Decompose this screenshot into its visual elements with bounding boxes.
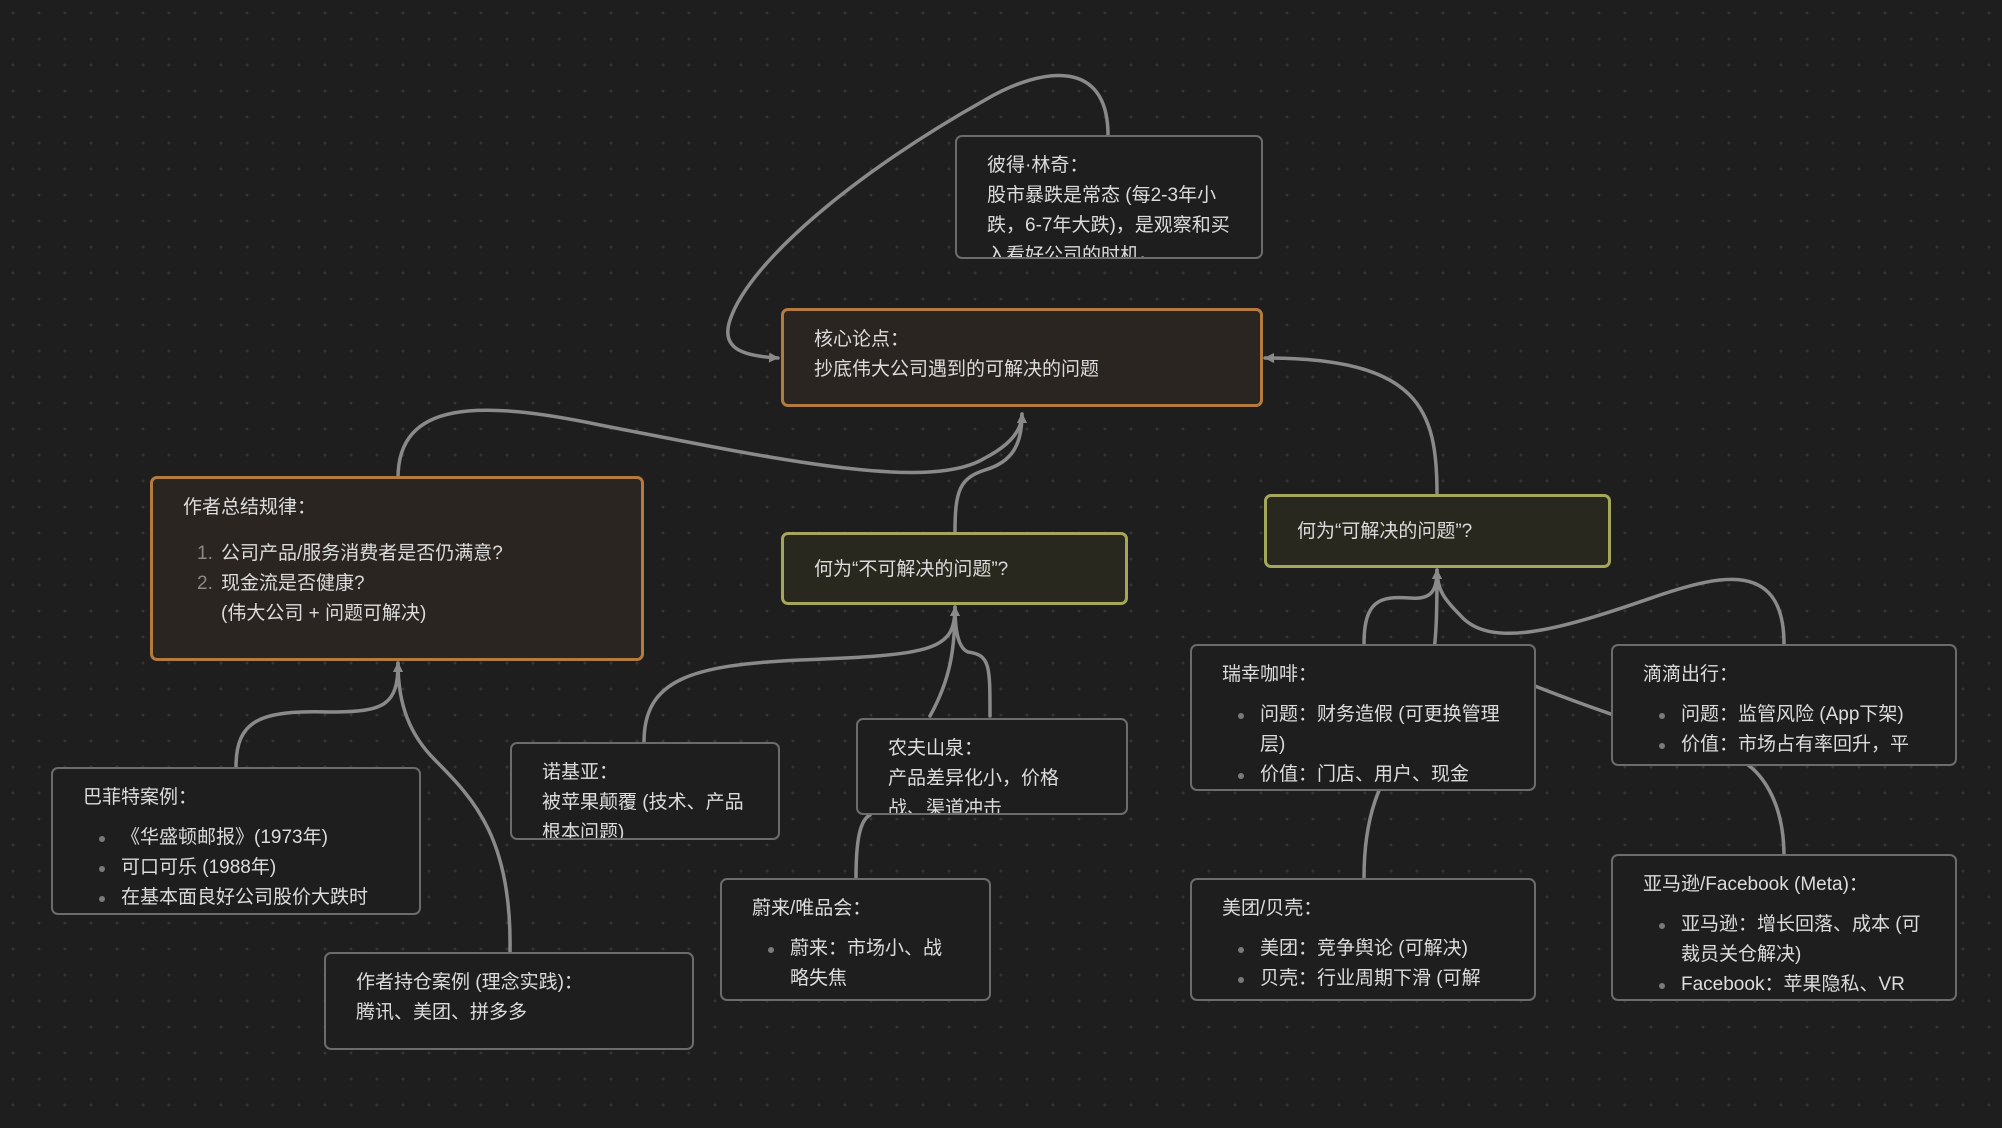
buffett-item: 《华盛顿邮报》(1973年) (83, 823, 389, 853)
amazon-item: Facebook：苹果隐私、VR (1643, 970, 1925, 999)
nio-list: 蔚来：市场小、战略失焦 (752, 934, 959, 994)
node-body: 腾讯、美团、拼多多 (356, 1002, 528, 1023)
edge-luckin-solvable (1362, 568, 1442, 646)
edge-holdings-rules (393, 661, 512, 954)
node-title: 美团/贝壳： (1222, 898, 1323, 919)
node-title: 滴滴出行： (1643, 664, 1739, 685)
node-buffett-cases[interactable]: 巴菲特案例： 《华盛顿邮报》(1973年) 可口可乐 (1988年) 在基本面良… (51, 767, 421, 915)
amazon-list: 亚马逊：增长回落、成本 (可裁员关仓解决) Facebook：苹果隐私、VR (1643, 910, 1925, 999)
meituan-item: 贝壳：行业周期下滑 (可解 (1222, 964, 1504, 994)
node-amazon-facebook[interactable]: 亚马逊/Facebook (Meta)： 亚马逊：增长回落、成本 (可裁员关仓解… (1611, 854, 1957, 1001)
buffett-item: 可口可乐 (1988年) (83, 853, 389, 883)
node-didi[interactable]: 滴滴出行： 问题：监管风险 (App下架) 价值：市场占有率回升，平 (1611, 644, 1957, 766)
amazon-item: 亚马逊：增长回落、成本 (可裁员关仓解决) (1643, 910, 1925, 970)
rules-list: 1. 公司产品/服务消费者是否仍满意? 2. 现金流是否健康? (183, 539, 611, 599)
node-title: 诺基亚： (542, 762, 619, 783)
didi-list: 问题：监管风险 (App下架) 价值：市场占有率回升，平 (1643, 700, 1925, 760)
edge-didi-solvable (1432, 568, 1786, 646)
node-unsolvable-problem[interactable]: 何为“不可解决的问题”? (781, 532, 1128, 605)
buffett-item: 在基本面良好公司股价大跌时 (83, 883, 389, 913)
edge-buffett-rules (234, 661, 403, 769)
node-nokia[interactable]: 诺基亚： 被苹果颠覆 (技术、产品根本问题) (510, 742, 780, 840)
node-title: 何为“不可解决的问题”? (814, 559, 1009, 580)
node-title: 农夫山泉： (888, 738, 984, 759)
node-title: 瑞幸咖啡： (1222, 664, 1318, 685)
edge-nongfu-unsolvable-2 (928, 605, 957, 718)
edge-solvable-core (1263, 353, 1439, 496)
luckin-item: 问题：财务造假 (可更换管理层) (1222, 700, 1504, 760)
rules-note: (伟大公司 + 问题可解决) (221, 603, 427, 624)
node-nongfu-spring[interactable]: 农夫山泉： 产品差异化小，价格战、渠道冲击 (856, 718, 1128, 815)
meituan-list: 美团：竞争舆论 (可解决) 贝壳：行业周期下滑 (可解 (1222, 934, 1504, 994)
node-title: 巴菲特案例： (83, 787, 198, 808)
rules-item-text: 现金流是否健康? (221, 573, 365, 594)
node-body: 被苹果颠覆 (技术、产品根本问题) (542, 792, 744, 840)
rules-item: 2. 现金流是否健康? (183, 569, 611, 599)
node-title: 亚马逊/Facebook (Meta)： (1643, 874, 1868, 895)
edge-nongfu-unsolvable (950, 605, 992, 718)
luckin-list: 问题：财务造假 (可更换管理层) 价值：门店、用户、现金 (1222, 700, 1504, 789)
node-body: 抄底伟大公司遇到的可解决的问题 (814, 359, 1100, 380)
node-title: 核心论点： (814, 329, 910, 350)
node-title: 彼得·林奇： (987, 155, 1089, 176)
node-title: 何为“可解决的问题”? (1297, 521, 1473, 542)
rules-item-text: 公司产品/服务消费者是否仍满意? (221, 543, 503, 564)
node-meituan-beike[interactable]: 美团/贝壳： 美团：竞争舆论 (可解决) 贝壳：行业周期下滑 (可解 (1190, 878, 1536, 1001)
node-title: 作者持仓案例 (理念实践)： (356, 972, 583, 993)
edge-rules-core (396, 408, 1027, 480)
didi-item: 问题：监管风险 (App下架) (1643, 700, 1925, 730)
edge-nokia-unsolvable (642, 605, 960, 744)
rules-item: 1. 公司产品/服务消费者是否仍满意? (183, 539, 611, 569)
edge-lynch-core (726, 73, 1110, 363)
list-number: 1. (197, 543, 213, 564)
luckin-item: 价值：门店、用户、现金 (1222, 760, 1504, 789)
node-title: 蔚来/唯品会： (752, 898, 872, 919)
node-solvable-problem[interactable]: 何为“可解决的问题”? (1264, 494, 1611, 568)
buffett-list: 《华盛顿邮报》(1973年) 可口可乐 (1988年) 在基本面良好公司股价大跌… (83, 823, 389, 913)
node-body: 产品差异化小，价格战、渠道冲击 (888, 768, 1060, 815)
node-peter-lynch[interactable]: 彼得·林奇： 股市暴跌是常态 (每2-3年小跌，6-7年大跌)，是观察和买入看好… (955, 135, 1263, 259)
didi-item: 价值：市场占有率回升，平 (1643, 730, 1925, 760)
edge-unsolvable-core (953, 412, 1027, 534)
node-author-rules[interactable]: 作者总结规律： 1. 公司产品/服务消费者是否仍满意? 2. 现金流是否健康? (伟… (150, 476, 644, 661)
edge-nio-nongfu (854, 813, 872, 880)
node-core-thesis[interactable]: 核心论点： 抄底伟大公司遇到的可解决的问题 (781, 308, 1263, 407)
node-nio-vipshop[interactable]: 蔚来/唯品会： 蔚来：市场小、战略失焦 (720, 878, 991, 1001)
nio-item: 蔚来：市场小、战略失焦 (752, 934, 959, 994)
meituan-item: 美团：竞争舆论 (可解决) (1222, 934, 1504, 964)
node-body: 股市暴跌是常态 (每2-3年小跌，6-7年大跌)，是观察和买入看好公司的时机。 (987, 185, 1230, 259)
list-number: 2. (197, 573, 213, 594)
node-title: 作者总结规律： (183, 497, 317, 518)
node-author-holdings[interactable]: 作者持仓案例 (理念实践)： 腾讯、美团、拼多多 (324, 952, 694, 1050)
node-luckin-coffee[interactable]: 瑞幸咖啡： 问题：财务造假 (可更换管理层) 价值：门店、用户、现金 (1190, 644, 1536, 791)
